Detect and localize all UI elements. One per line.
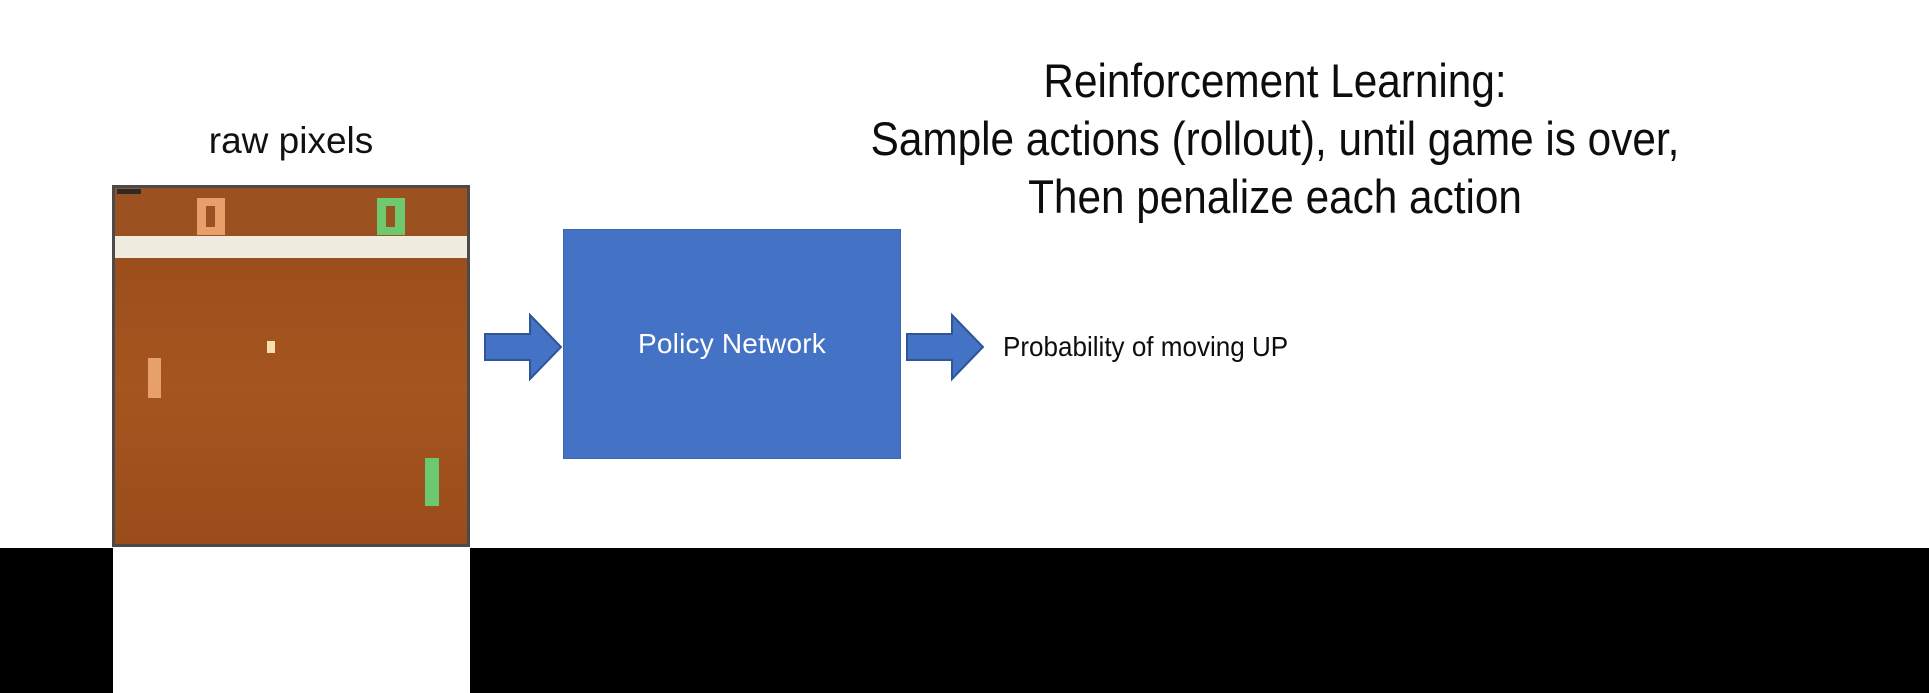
pong-paddle-right xyxy=(425,458,439,506)
policy-network-label: Policy Network xyxy=(638,328,826,359)
policy-network-box[interactable]: Policy Network xyxy=(563,229,901,459)
title-line-3: Then penalize each action xyxy=(1028,170,1522,223)
pong-score-left-digit-hole xyxy=(206,206,215,227)
output-probability-label: Probability of moving UP xyxy=(1003,331,1289,362)
pong-score-right-digit-hole xyxy=(386,206,395,227)
pong-game-screenshot xyxy=(112,185,470,547)
pong-score-left xyxy=(197,198,225,235)
pong-paddle-left xyxy=(148,358,161,398)
raw-pixels-caption: raw pixels xyxy=(208,120,374,161)
black-bar-right xyxy=(470,548,1929,693)
pong-playfield xyxy=(115,258,467,544)
pong-score-right xyxy=(377,198,405,235)
right-arrow-icon-input xyxy=(484,312,562,382)
pong-corner-mark xyxy=(117,189,141,194)
slide-title: Reinforcement Learning: Sample actions (… xyxy=(670,52,1880,226)
title-line-2: Sample actions (rollout), until game is … xyxy=(870,112,1680,165)
pong-scoreboard xyxy=(115,188,467,236)
pong-divider-bar xyxy=(115,236,467,258)
right-arrow-icon-output xyxy=(906,312,984,382)
black-bar-left xyxy=(0,548,113,693)
pong-ball xyxy=(267,341,275,353)
title-line-1: Reinforcement Learning: xyxy=(1043,54,1507,107)
